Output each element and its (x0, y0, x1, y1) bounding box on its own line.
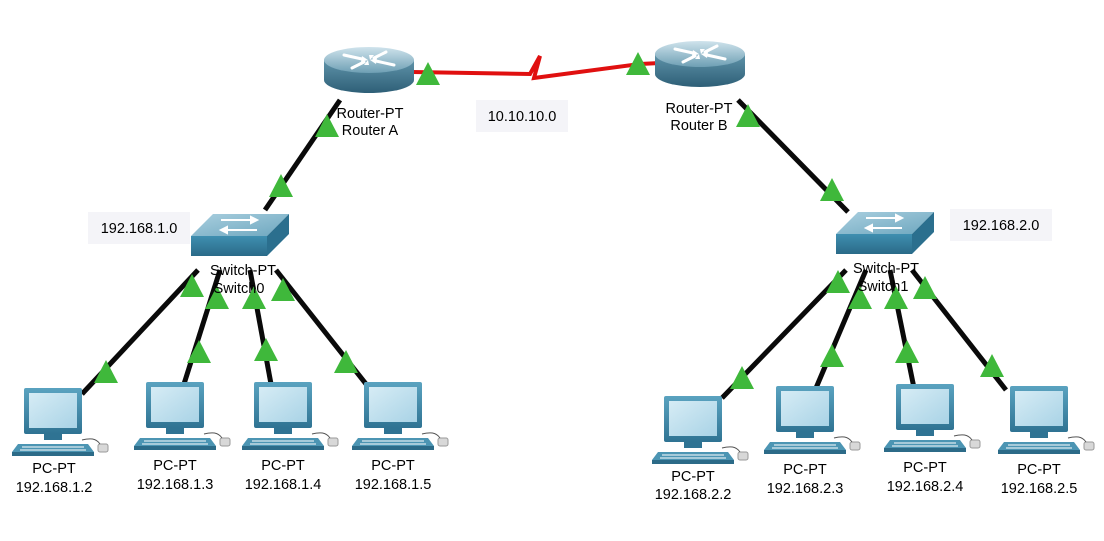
pc-type: PC-PT (371, 458, 415, 474)
pc-icon (997, 385, 1095, 455)
pc-icon (133, 381, 231, 451)
pc-icon (763, 385, 861, 455)
pc-ip: 192.168.1.3 (137, 477, 214, 493)
pc-192-168-1-2[interactable]: PC-PT 192.168.1.2 (11, 387, 109, 496)
switch1-type: Switch-PT (853, 261, 919, 277)
pc-type: PC-PT (32, 461, 76, 477)
pc-192-168-2-5[interactable]: PC-PT 192.168.2.5 (997, 385, 1095, 497)
switch0-name: Switch0 (214, 281, 265, 297)
pc-type: PC-PT (153, 458, 197, 474)
router-a[interactable]: Router-PT Router A (322, 45, 416, 139)
pc-icon (351, 381, 449, 451)
router-b-name: Router B (670, 118, 727, 134)
network-label-lan-a: 192.168.1.0 (88, 212, 190, 244)
pc-ip: 192.168.2.4 (887, 479, 964, 495)
pc-ip: 192.168.1.5 (355, 477, 432, 493)
switch1-name: Switch1 (858, 279, 909, 295)
pc-192-168-1-4[interactable]: PC-PT 192.168.1.4 (241, 381, 339, 493)
pc-192-168-2-4[interactable]: PC-PT 192.168.2.4 (883, 383, 981, 495)
network-label-lan-b: 192.168.2.0 (950, 209, 1052, 241)
switch-icon (190, 213, 290, 257)
switch0[interactable]: Switch-PT Switch0 (190, 213, 290, 297)
pc-type: PC-PT (671, 469, 715, 485)
serial-link-router-a-router-b[interactable] (411, 55, 661, 81)
pc-192-168-2-2[interactable]: PC-PT 192.168.2.2 (651, 395, 749, 503)
pc-192-168-2-3[interactable]: PC-PT 192.168.2.3 (763, 385, 861, 497)
network-wan-text: 10.10.10.0 (488, 109, 557, 125)
switch-icon (835, 211, 935, 255)
network-lan-a-text: 192.168.1.0 (101, 221, 178, 237)
router-a-type: Router-PT (337, 106, 404, 122)
pc-icon (651, 395, 749, 465)
network-label-wan: 10.10.10.0 (476, 100, 568, 132)
pc-icon (883, 383, 981, 453)
pc-ip: 192.168.2.3 (767, 481, 844, 497)
pc-type: PC-PT (261, 458, 305, 474)
pc-192-168-1-3[interactable]: PC-PT 192.168.1.3 (133, 381, 231, 493)
pc-type: PC-PT (1017, 462, 1061, 478)
pc-icon (241, 381, 339, 451)
router-a-name: Router A (342, 123, 399, 139)
pc-ip: 192.168.1.4 (245, 477, 322, 493)
switch1[interactable]: Switch-PT Switch1 (835, 211, 935, 295)
pc-type: PC-PT (783, 462, 827, 478)
router-icon (322, 45, 416, 95)
network-lan-b-text: 192.168.2.0 (963, 218, 1040, 234)
pc-ip: 192.168.2.5 (1001, 481, 1078, 497)
switch0-type: Switch-PT (210, 263, 276, 279)
pc-192-168-1-5[interactable]: PC-PT 192.168.1.5 (351, 381, 449, 493)
pc-icon (11, 387, 109, 457)
port-status-indicators (94, 52, 1004, 389)
router-b-type: Router-PT (666, 101, 733, 117)
router-icon (653, 39, 747, 89)
router-b[interactable]: Router-PT Router B (653, 39, 747, 134)
pc-ip: 192.168.1.2 (16, 480, 93, 496)
pc-type: PC-PT (903, 460, 947, 476)
pc-ip: 192.168.2.2 (655, 487, 732, 503)
